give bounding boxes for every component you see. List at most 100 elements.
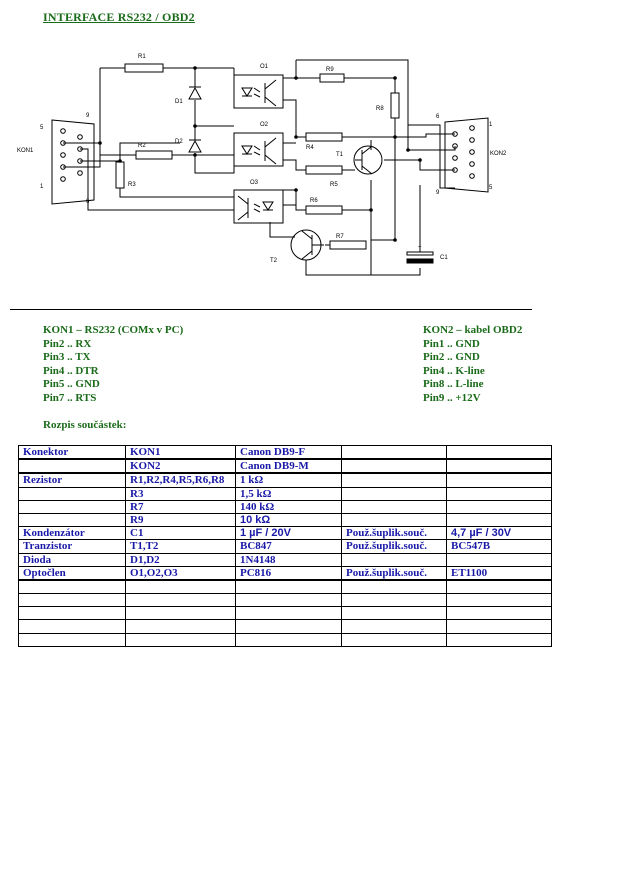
t2-label: T2 — [270, 258, 278, 264]
kon2-pin5-label: 5 — [489, 185, 493, 191]
kon1-pin: Pin7 .. RTS — [43, 391, 97, 404]
kon2-pin: Pin1 .. GND — [423, 337, 480, 350]
r8-label: R8 — [376, 106, 384, 112]
o3-label: O3 — [250, 180, 259, 186]
kon1-pin: Pin4 .. DTR — [43, 364, 99, 377]
table-cell: 1 kΩ — [235, 472, 342, 488]
table-cell: 1 µF / 20V — [235, 526, 342, 541]
table-cell: Dioda — [18, 552, 126, 567]
table-cell: R9 — [125, 512, 236, 528]
kon1-pin6-label: 6 — [86, 199, 90, 205]
kon1-pin9-label: 9 — [86, 113, 90, 119]
table-cell — [446, 458, 552, 475]
table-cell: 4,7 µF / 30V — [446, 526, 552, 541]
table-cell: Kondenzátor — [18, 526, 126, 541]
table-cell: BC547B — [446, 539, 552, 554]
table-cell — [341, 619, 447, 634]
kon2-pin1-label: 1 — [489, 122, 493, 128]
table-cell — [341, 552, 447, 567]
kon2-pinout: KON2 – kabel OBD2 Pin1 .. GND Pin2 .. GN… — [423, 324, 522, 406]
table-cell — [446, 499, 552, 514]
table-cell: D1,D2 — [125, 552, 236, 567]
c1-plus-label: + — [418, 245, 422, 251]
table-cell: Canon DB9-F — [235, 445, 342, 461]
table-cell — [341, 486, 447, 501]
section-divider — [10, 309, 532, 310]
table-cell: KON2 — [125, 458, 236, 475]
kon2-label: KON2 — [490, 151, 507, 157]
table-cell — [341, 445, 447, 461]
table-cell — [341, 499, 447, 514]
table-row — [18, 632, 552, 647]
t1-label: T1 — [336, 152, 344, 158]
table-cell: Canon DB9-M — [235, 458, 342, 475]
table-cell — [341, 512, 447, 528]
d1-label: D1 — [175, 99, 183, 105]
table-cell: R1,R2,R4,R5,R6,R8 — [125, 472, 236, 488]
table-cell — [446, 593, 552, 608]
kon2-pin: Pin8 .. L-line — [423, 378, 484, 391]
table-cell — [18, 579, 126, 595]
table-cell — [446, 445, 552, 461]
kon2-pin6-label: 6 — [436, 114, 440, 120]
r3-label: R3 — [128, 182, 136, 188]
table-row — [18, 593, 552, 608]
d2-label: D2 — [175, 139, 183, 145]
table-cell — [18, 512, 126, 528]
table-cell: Použ.šuplik.souč. — [341, 539, 447, 554]
table-cell — [341, 458, 447, 475]
table-row — [18, 606, 552, 621]
o1-label: O1 — [260, 64, 269, 70]
table-cell: R3 — [125, 486, 236, 501]
table-cell: 1,5 kΩ — [235, 486, 342, 501]
table-cell: O1,O2,O3 — [125, 565, 236, 581]
table-cell: 10 kΩ — [235, 512, 342, 528]
kon1-pin: Pin3 .. TX — [43, 351, 91, 364]
table-cell — [235, 632, 342, 647]
c1-label: C1 — [440, 255, 448, 261]
table-cell: ET1100 — [446, 565, 552, 581]
table-cell — [235, 579, 342, 595]
page-title: INTERFACE RS232 / OBD2 — [43, 10, 195, 24]
table-cell — [446, 632, 552, 647]
table-cell — [125, 632, 236, 647]
kon1-pinout: KON1 – RS232 (COMx v PC) Pin2 .. RX Pin3… — [43, 324, 183, 406]
table-cell — [235, 606, 342, 621]
table-cell: T1,T2 — [125, 539, 236, 554]
table-cell: Rezistor — [18, 472, 126, 488]
table-cell — [125, 579, 236, 595]
table-cell — [446, 512, 552, 528]
table-cell: BC847 — [235, 539, 342, 554]
table-cell: C1 — [125, 526, 236, 541]
table-cell — [341, 579, 447, 595]
table-cell — [235, 593, 342, 608]
kon1-pin: Pin2 .. RX — [43, 337, 92, 350]
table-cell — [341, 472, 447, 488]
circuit-schematic: R1 R2 R3 R4 R5 R6 R7 R8 R9 D1 D2 O1 O2 O… — [17, 54, 507, 276]
table-cell — [446, 606, 552, 621]
kon1-heading: KON1 – RS232 (COMx v PC) — [43, 324, 184, 336]
parts-list-heading: Rozpis součástek: — [43, 419, 127, 431]
kon1-label: KON1 — [17, 148, 34, 154]
table-cell — [341, 632, 447, 647]
table-cell: 1N4148 — [235, 552, 342, 567]
kon2-pin: Pin2 .. GND — [423, 351, 480, 364]
r7-label: R7 — [336, 234, 344, 240]
table-cell — [446, 579, 552, 595]
table-cell — [18, 619, 126, 634]
kon2-connector — [444, 117, 489, 193]
kon2-pin: Pin4 .. K-line — [423, 364, 485, 377]
table-row — [18, 619, 552, 634]
r6-label: R6 — [310, 198, 318, 204]
table-cell: KON1 — [125, 445, 236, 461]
table-cell: Použ.šuplik.souč. — [341, 526, 447, 541]
